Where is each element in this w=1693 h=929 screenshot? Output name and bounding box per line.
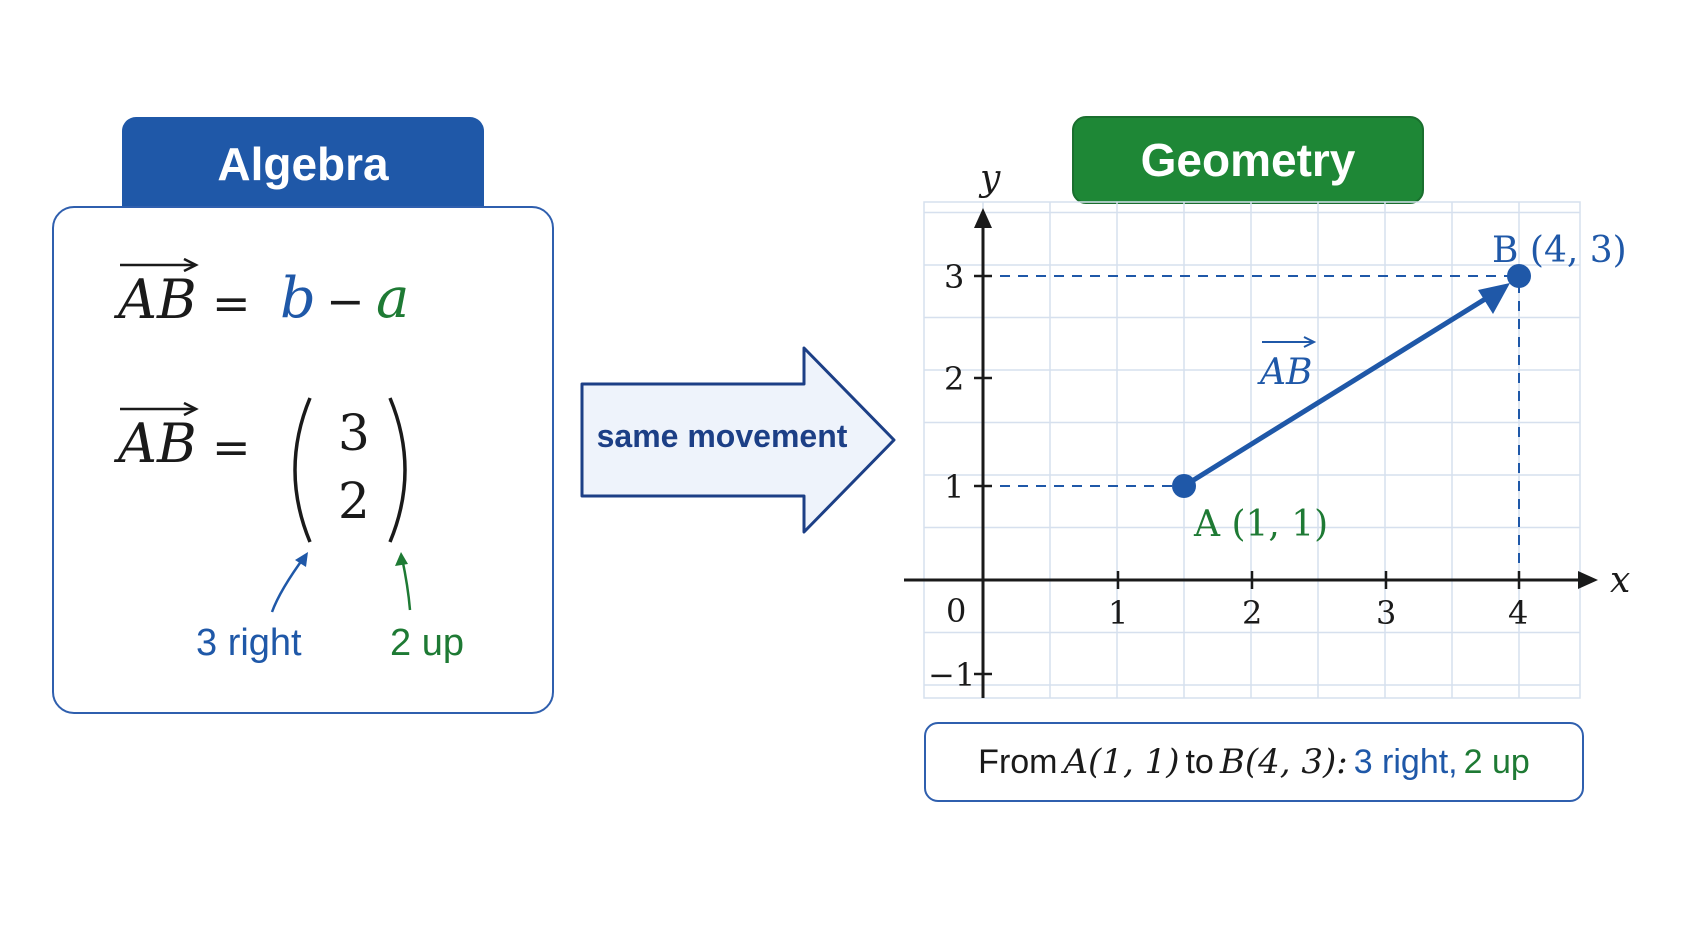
- vector-a: a: [376, 266, 410, 331]
- y-tick-label-2: 2: [944, 360, 964, 398]
- y-tick-label-neg1: −1: [928, 656, 975, 694]
- axis-ticks: [974, 274, 1521, 676]
- component-pointer-arrows: [270, 552, 412, 613]
- column-vector-brackets: [293, 397, 407, 543]
- x-tick-label-4: 4: [1508, 594, 1528, 632]
- x-tick-label-1: 1: [1108, 594, 1128, 632]
- right-paren: [388, 397, 407, 543]
- x-tick-label-0: 0: [946, 592, 966, 630]
- grid-border: [923, 201, 1581, 699]
- point-b-label: B (4, 3): [1492, 230, 1627, 271]
- vector-b: b: [280, 266, 316, 331]
- caption-right: 3 right,: [1353, 742, 1458, 781]
- algebra-panel: [52, 206, 554, 714]
- movement-caption: From A(1, 1) to B(4, 3): 3 right, 2 up: [924, 722, 1584, 802]
- vector-ab-symbol: AB: [118, 402, 199, 475]
- vector-ab-label: AB: [1257, 352, 1312, 393]
- y-axis-arrowhead: [974, 208, 992, 228]
- y-axis-label: y: [978, 158, 1001, 199]
- point-a-label: A (1, 1): [1193, 504, 1328, 545]
- y-tick-label-3: 3: [944, 258, 964, 296]
- vector-y-component: 2: [338, 472, 370, 530]
- label-3-right: 3 right: [196, 622, 302, 664]
- vector-ab-arrowhead: [1478, 283, 1510, 314]
- label-2-up: 2 up: [390, 622, 464, 664]
- x-axis-label: x: [1610, 560, 1630, 601]
- vector-ab-symbol: AB: [118, 258, 199, 331]
- caption-point-b: B(4, 3):: [1219, 742, 1348, 782]
- equation-vector-difference: AB: [118, 258, 199, 331]
- equation-column-vector: AB: [118, 402, 199, 475]
- vector-x-component: 3: [338, 404, 370, 462]
- vector-arrow-icon: [120, 258, 199, 272]
- same-movement-arrow: [580, 346, 896, 534]
- up-pointer-arrowhead: [395, 552, 408, 566]
- right-pointer-arrowhead: [295, 552, 308, 567]
- caption-to: to: [1185, 742, 1214, 781]
- x-axis-arrowhead: [1578, 571, 1598, 589]
- same-movement-label: same movement: [596, 418, 848, 454]
- left-paren: [293, 397, 312, 543]
- point-a: [1172, 474, 1196, 498]
- big-arrow-shape: [580, 346, 896, 534]
- vector-arrow-icon: [120, 402, 199, 416]
- vector-ab-line: [1182, 293, 1492, 489]
- equals-sign: =: [212, 420, 251, 474]
- equals-sign: =: [212, 276, 251, 330]
- algebra-title: Algebra: [122, 117, 484, 213]
- caption-point-a: A(1, 1): [1063, 742, 1180, 782]
- point-b: [1507, 264, 1531, 288]
- caption-from: From: [978, 742, 1058, 781]
- y-tick-label-1: 1: [944, 468, 964, 506]
- geometry-title: Geometry: [1072, 116, 1424, 204]
- x-tick-label-3: 3: [1376, 594, 1396, 632]
- minus-sign: −: [326, 274, 365, 328]
- x-tick-label-2: 2: [1242, 594, 1262, 632]
- caption-up: 2 up: [1463, 742, 1530, 781]
